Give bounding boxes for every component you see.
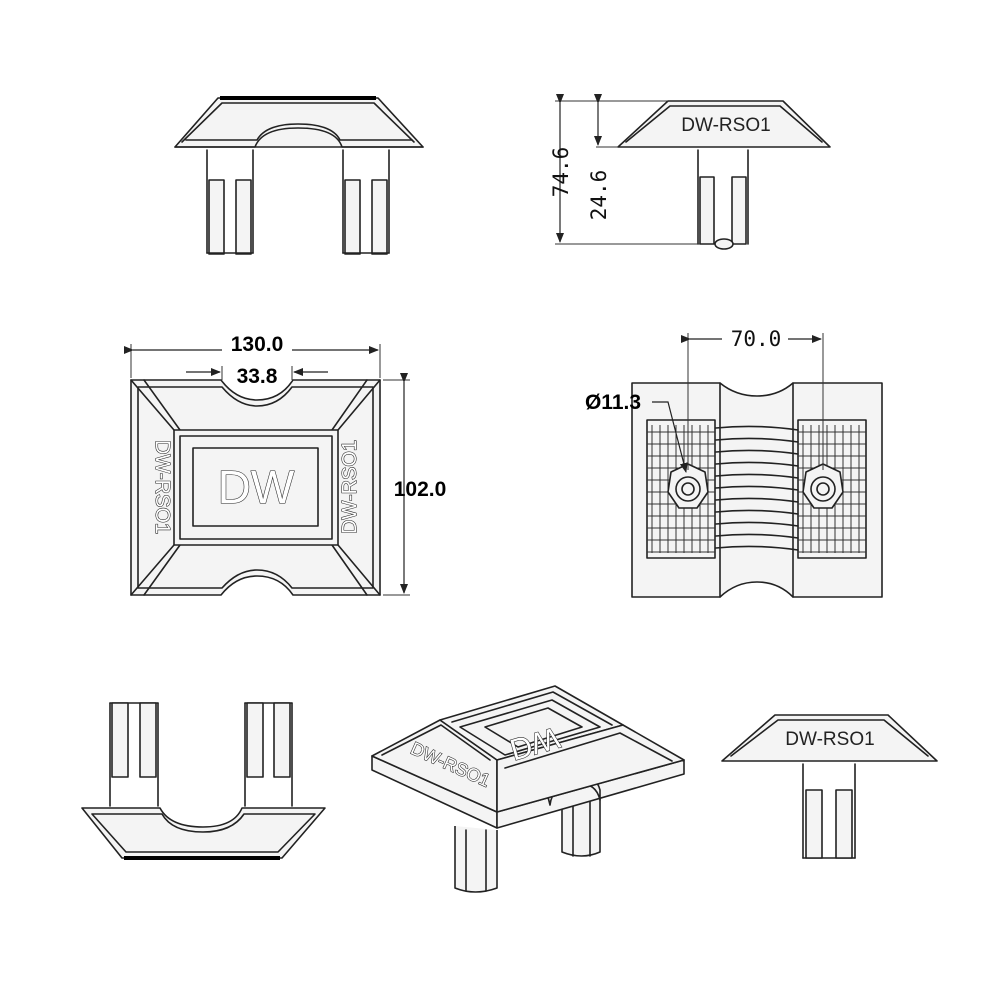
top-view: DW DW-RSO1 DW-RSO1 130.0 33.8 102.0 [124, 333, 447, 596]
front-left-pin [206, 149, 254, 255]
dim-total-width: 130.0 [231, 333, 284, 356]
front-right-pin [342, 149, 390, 255]
dim-depth: 102.0 [394, 478, 447, 501]
bottom-channel-ribs [715, 425, 799, 551]
inverted-right-pin [244, 702, 293, 807]
small-model-label: DW-RSO1 [785, 729, 874, 750]
dim-body-height: 24.6 [587, 170, 611, 221]
isometric-view: DW DW-RSO1 [371, 685, 685, 893]
bottom-hole-right [802, 463, 844, 509]
top-logo: DW [218, 461, 295, 513]
top-model-label-right: DW-RSO1 [339, 440, 361, 534]
side-view: DW-RSO1 74.6 24.6 [549, 94, 831, 250]
dim-total-height: 74.6 [549, 147, 573, 198]
side-model-label: DW-RSO1 [681, 115, 770, 136]
bottom-hole-left [667, 463, 709, 509]
top-model-label-left: DW-RSO1 [151, 440, 173, 534]
dim-notch-width: 33.8 [237, 365, 278, 388]
dim-hole-diameter: Ø11.3 [585, 391, 641, 414]
small-side-view: DW-RSO1 [721, 714, 938, 859]
inverted-front-view [81, 702, 326, 860]
dim-hole-spacing: 70.0 [731, 327, 782, 351]
bottom-view: 70.0 Ø11.3 [585, 327, 883, 598]
inverted-left-pin [109, 702, 159, 807]
front-view [174, 96, 424, 255]
